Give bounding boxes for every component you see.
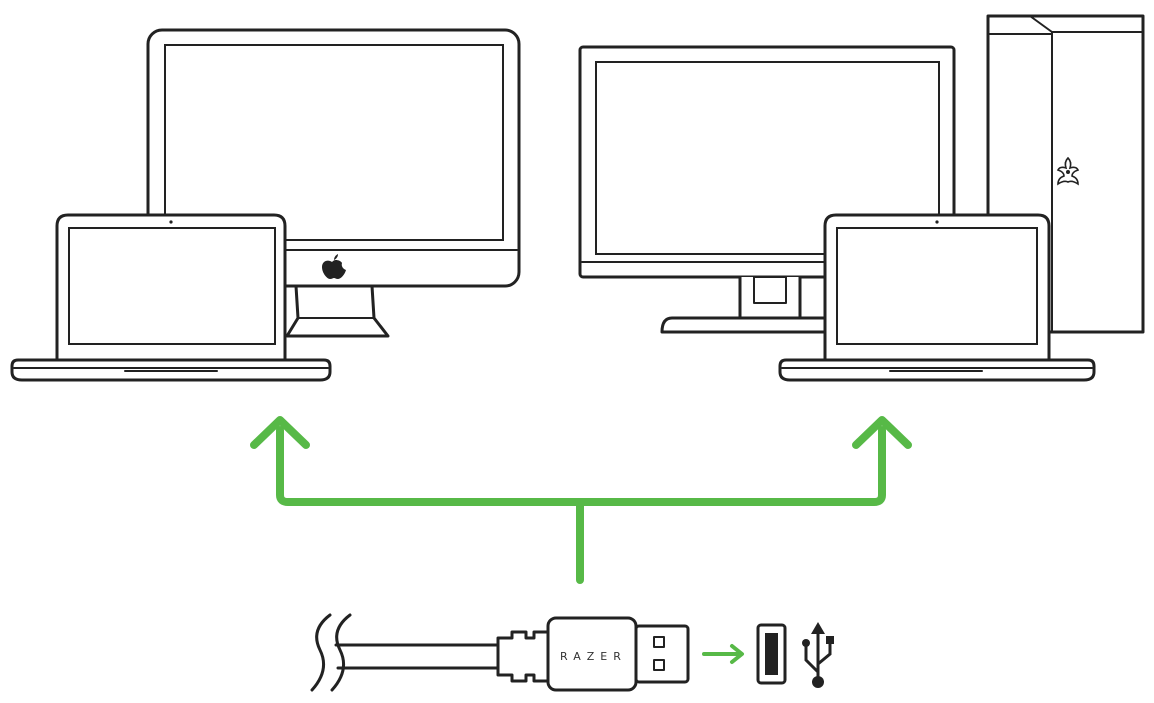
razer-logo-icon [1056, 156, 1080, 186]
arrow-path [276, 426, 886, 584]
arrow-head-right [852, 416, 912, 449]
arrow-head-left [250, 416, 310, 449]
imac-monitor [146, 28, 521, 338]
usb-a-plug-icon: RAZER [546, 616, 690, 692]
usb-cable [310, 613, 550, 692]
usb-symbol-icon [802, 622, 834, 688]
laptop-left [10, 213, 332, 382]
connector-brand-label: RAZER [560, 650, 627, 663]
apple-logo-icon [322, 254, 346, 279]
usb-port-icon [756, 623, 787, 685]
connection-arrows [250, 416, 912, 584]
insert-arrow-icon [702, 644, 744, 664]
laptop-right [778, 213, 1096, 382]
